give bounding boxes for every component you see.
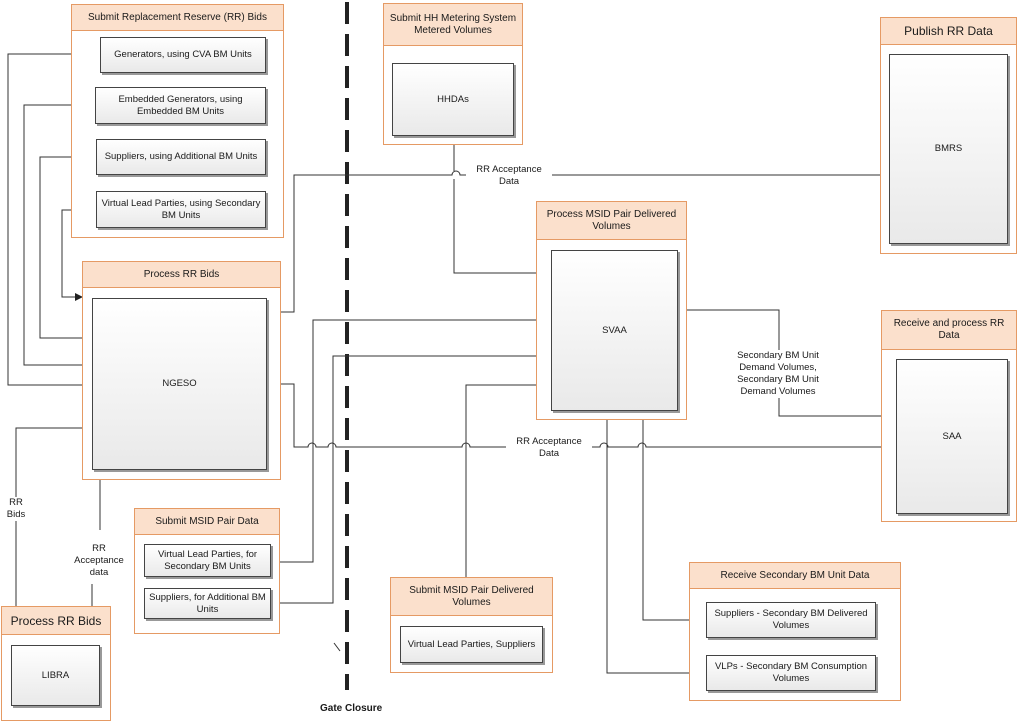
arrow-ngeso-bmrs [267,170,889,313]
arrow-embedded-ngeso [23,104,95,369]
box-suppliers-for-additional[interactable]: Suppliers, for Additional BM Units [144,588,271,619]
arrow-vlp-svaa [271,316,552,563]
arrow-svaa-suppliers-delivered [642,411,707,624]
label-rr-bids: RR Bids [0,497,32,521]
label-rr-acceptance-mid: RR Acceptance Data [506,436,592,460]
box-vlp-for-secondary[interactable]: Virtual Lead Parties, for Secondary BM U… [144,544,271,577]
label-rr-acceptance-top: RR Acceptance Data [466,164,552,188]
box-vlps-consumption[interactable]: VLPs - Secondary BM Consumption Volumes [706,655,876,691]
label-secondary-demand: Secondary BM Unit Demand Volumes, Second… [728,350,828,398]
lane-process-rr-ngeso-title: Process RR Bids [83,262,280,288]
arrow-suppliers-svaa [271,352,552,604]
arrow-suppliers-ngeso [39,156,96,342]
box-saa[interactable]: SAA [896,359,1008,514]
lane-receive-secondary-title: Receive Secondary BM Unit Data [690,563,900,589]
lane-submit-rr-bids-title: Submit Replacement Reserve (RR) Bids [72,5,283,31]
box-embedded-generators[interactable]: Embedded Generators, using Embedded BM U… [95,87,266,124]
box-suppliers-additional[interactable]: Suppliers, using Additional BM Units [96,139,266,175]
box-libra[interactable]: LIBRA [11,645,100,706]
box-hhdas[interactable]: HHDAs [392,63,514,136]
arrow-svaa-vlps-consumption [606,411,707,677]
box-bmrs[interactable]: BMRS [889,54,1008,244]
box-vlp-suppliers[interactable]: Virtual Lead Parties, Suppliers [400,626,543,663]
arrow-generators-ngeso [7,53,100,389]
lane-receive-process-rr-title: Receive and process RR Data [882,311,1016,350]
lane-submit-hh-title: Submit HH Metering System Metered Volume… [384,4,522,46]
arrow-ngeso-saa [267,383,894,451]
lane-process-msid-title: Process MSID Pair Delivered Volumes [537,202,686,240]
label-rr-acceptance-libra: RR Acceptance data [68,543,130,579]
box-ngeso[interactable]: NGESO [92,298,267,470]
box-svaa[interactable]: SVAA [551,250,678,411]
box-vlp-secondary[interactable]: Virtual Lead Parties, using Secondary BM… [96,191,266,228]
arrow-ngeso-libra [12,427,82,643]
lane-submit-msid-title: Submit MSID Pair Data [135,509,279,535]
box-generators[interactable]: Generators, using CVA BM Units [100,37,266,73]
gate-closure-label: Gate Closure [320,703,383,714]
lane-submit-msid-delivered-title: Submit MSID Pair Delivered Volumes [391,578,552,616]
lane-publish-rr-title: Publish RR Data [881,18,1016,45]
lane-process-rr-libra-title: Process RR Bids [2,607,110,635]
box-suppliers-delivered[interactable]: Suppliers - Secondary BM Delivered Volum… [706,602,876,638]
arrow-vlpsuppliers-svaa [465,381,552,625]
